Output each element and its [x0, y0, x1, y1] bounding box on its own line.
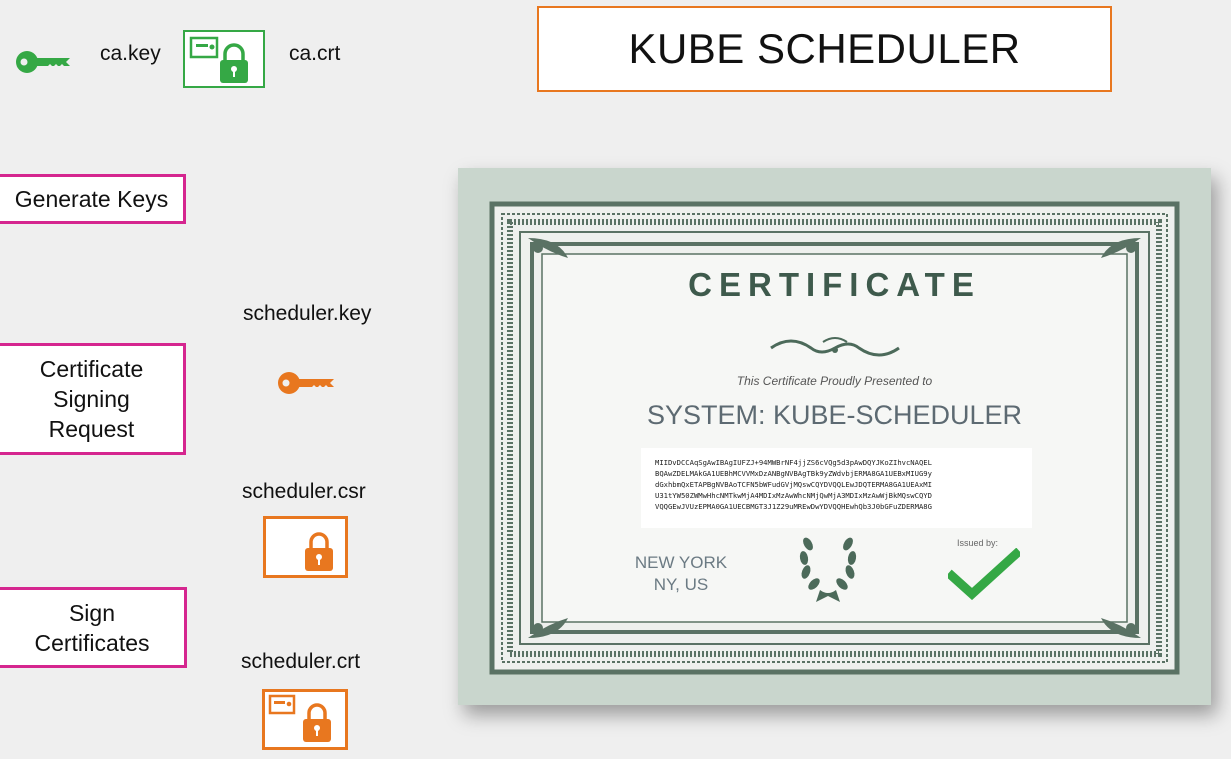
page-title: KUBE SCHEDULER [537, 6, 1112, 92]
scheduler-crt-label: scheduler.crt [241, 650, 361, 673]
ca-key-label: ca.key [100, 42, 161, 65]
scheduler-csr-label: scheduler.csr [242, 480, 366, 503]
step-sign-certificates: Sign Certificates [0, 587, 187, 668]
certificate-heading: CERTIFICATE [688, 266, 981, 303]
certificate-document [458, 168, 1211, 705]
scheduler-key-icon [276, 367, 336, 399]
ca-certificate-icon [183, 30, 265, 88]
step-label: Sign Certificates [34, 599, 150, 656]
certificate-region: NY, US [653, 575, 709, 594]
certificate-border [489, 201, 1180, 675]
certificate-city: NEW YORK [634, 553, 728, 572]
certificate-presented-text: This Certificate Proudly Presented to [736, 374, 933, 388]
step-certificate-signing-request: Certificate Signing Request [0, 343, 186, 455]
checkmark-icon [945, 547, 1023, 601]
certificate-encoded-data: MIIDvDCCAqSgAwIBAgIUFZJ+94MWBrNF4jjZS6cV… [641, 448, 1032, 528]
step-label: Generate Keys [14, 186, 169, 212]
certificate-location: NEW YORK NY, US [616, 552, 746, 596]
ca-crt-label: ca.crt [289, 42, 341, 65]
step-label: Certificate Signing Request [39, 356, 144, 442]
ca-key-icon [14, 46, 72, 78]
scheduler-key-label: scheduler.key [243, 302, 372, 325]
step-generate-keys: Generate Keys [0, 174, 186, 224]
issued-by-label: Issued by: [957, 538, 999, 548]
certificate-subject: SYSTEM: KUBE-SCHEDULER [646, 400, 1023, 430]
laurel-wreath-icon [796, 530, 860, 604]
scheduler-csr-icon [263, 516, 348, 578]
scheduler-certificate-icon [262, 689, 348, 750]
flourish-ornament-icon [767, 334, 903, 360]
